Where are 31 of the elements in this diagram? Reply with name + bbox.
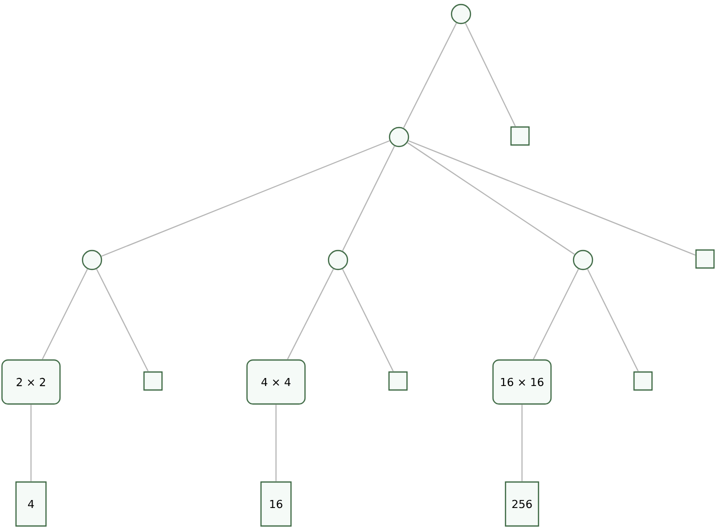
connector-line bbox=[342, 268, 394, 372]
rounded-box: 16 × 16 bbox=[492, 359, 552, 405]
value-box: 256 bbox=[504, 481, 540, 527]
circle-node bbox=[388, 126, 410, 148]
connector-line bbox=[42, 268, 88, 360]
value-box: 4 bbox=[15, 481, 47, 527]
connector-line bbox=[342, 146, 395, 252]
square-node bbox=[510, 126, 530, 146]
rounded-box: 2 × 2 bbox=[1, 359, 61, 405]
connector-line bbox=[403, 22, 457, 128]
connector-line bbox=[275, 404, 277, 482]
square-node bbox=[143, 371, 163, 391]
connector-line bbox=[587, 268, 639, 372]
connector-line bbox=[464, 22, 516, 127]
connector-line bbox=[101, 140, 390, 257]
circle-node bbox=[572, 250, 594, 270]
connector-line bbox=[408, 140, 696, 256]
circle-node bbox=[82, 250, 102, 270]
connector-line bbox=[30, 404, 32, 482]
value-box: 16 bbox=[260, 481, 292, 527]
circle-node bbox=[450, 4, 472, 24]
connector-line bbox=[287, 268, 334, 360]
connector-line bbox=[96, 268, 149, 372]
rounded-box: 4 × 4 bbox=[246, 359, 306, 405]
circle-node bbox=[328, 250, 348, 270]
square-node bbox=[388, 371, 408, 391]
square-node bbox=[633, 371, 653, 391]
connector-line bbox=[521, 404, 523, 482]
connector-line bbox=[532, 268, 579, 360]
connector-line bbox=[407, 142, 575, 255]
square-node bbox=[695, 249, 715, 269]
